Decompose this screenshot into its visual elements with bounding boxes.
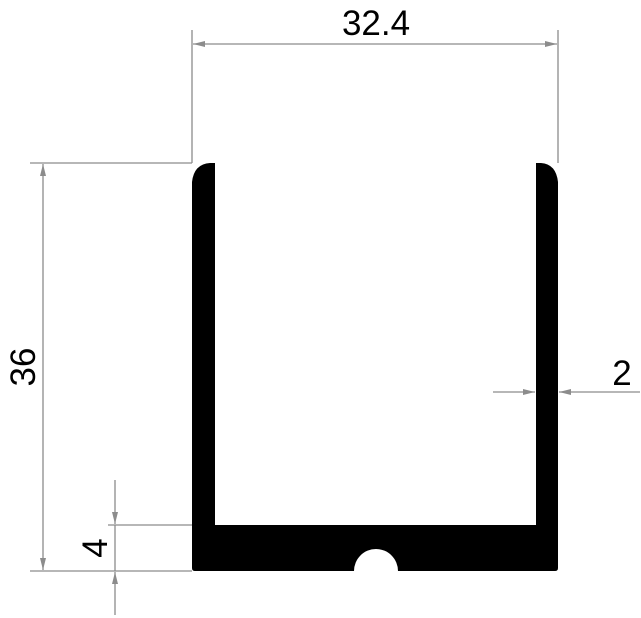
height-label: 36 [4,348,43,387]
width-label: 32.4 [342,4,410,43]
u-channel-profile [192,163,558,571]
wall-thickness-label: 2 [612,354,631,393]
base-thickness-label: 4 [76,538,115,557]
